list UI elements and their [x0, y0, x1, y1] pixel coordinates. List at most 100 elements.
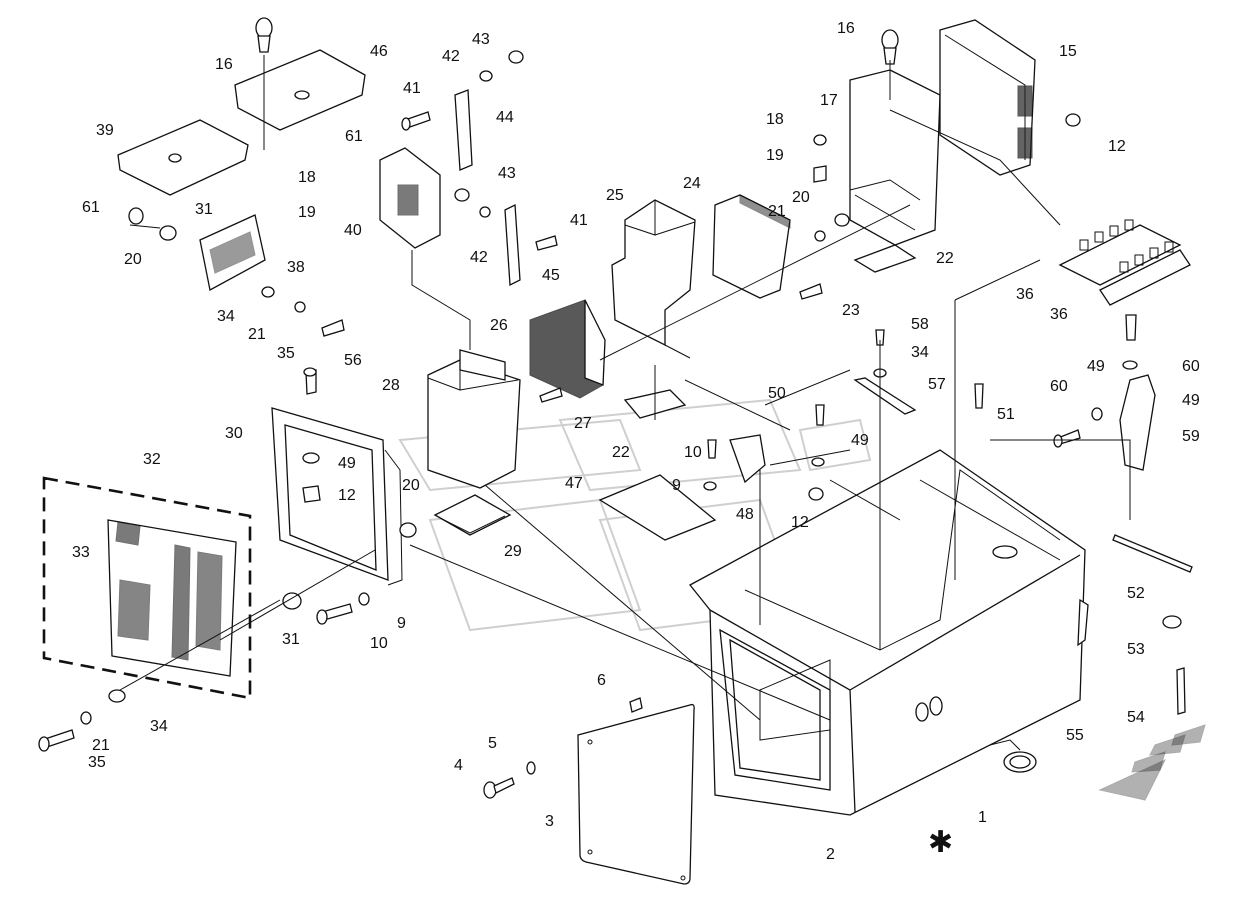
callout-22a: 22	[936, 250, 954, 267]
callout-58: 58	[911, 316, 929, 333]
callout-51: 51	[997, 406, 1015, 423]
callout-52: 52	[1127, 585, 1145, 602]
callout-60a: 60	[1050, 378, 1068, 395]
callout-20c: 20	[402, 477, 420, 494]
leader-lines	[119, 55, 1131, 721]
cover-plate	[577, 703, 695, 885]
callout-34b: 34	[911, 344, 929, 361]
main-frame-housing	[689, 449, 1089, 816]
callout-36a: 36	[1016, 286, 1034, 303]
callout-59: 59	[1182, 428, 1200, 445]
callout-55: 55	[1066, 727, 1084, 744]
callout-56: 56	[344, 352, 362, 369]
callout-38: 38	[287, 259, 305, 276]
callout-42a: 42	[442, 48, 460, 65]
callout-31b: 31	[282, 631, 300, 648]
heatsink	[529, 299, 606, 399]
callout-45: 45	[542, 267, 560, 284]
callout-labels: 1 2 3 4 5 6 9 9 10 10 12 12 12 15 16 16 …	[72, 20, 1200, 863]
callout-19a: 19	[298, 204, 316, 221]
bracket-59	[1119, 374, 1156, 471]
callout-2: 2	[826, 846, 835, 863]
callout-28: 28	[382, 377, 400, 394]
callout-48: 48	[736, 506, 754, 523]
ecu-unit	[939, 19, 1036, 176]
callout-26: 26	[490, 317, 508, 334]
callout-21a: 21	[248, 326, 266, 343]
relay-strips	[1058, 219, 1191, 306]
electrical-box	[427, 349, 521, 489]
callout-21b: 21	[768, 203, 786, 220]
star-symbol: ✱	[928, 826, 953, 859]
callout-43b: 43	[498, 165, 516, 182]
callout-16b: 16	[837, 20, 855, 37]
callout-12c: 12	[791, 514, 809, 531]
callout-21c: 21	[92, 737, 110, 754]
callout-19b: 19	[766, 147, 784, 164]
callout-20b: 20	[792, 189, 810, 206]
module-top-left	[117, 119, 249, 196]
control-module	[712, 194, 791, 299]
callout-49a: 49	[338, 455, 356, 472]
callout-24: 24	[683, 175, 701, 192]
callout-49b: 49	[851, 432, 869, 449]
callout-50: 50	[768, 385, 786, 402]
mounting-panel	[271, 407, 403, 586]
callout-17: 17	[820, 92, 838, 109]
callout-35b: 35	[88, 754, 106, 771]
callout-5: 5	[488, 735, 497, 752]
callout-61a: 61	[82, 199, 100, 216]
callout-40: 40	[344, 222, 362, 239]
callout-34c: 34	[150, 718, 168, 735]
callout-3: 3	[545, 813, 554, 830]
small-board	[199, 214, 266, 291]
plate-47	[598, 474, 717, 541]
bolts-bottom-left	[38, 689, 126, 752]
callout-6: 6	[597, 672, 606, 689]
callout-34a: 34	[217, 308, 235, 325]
rail-57	[853, 377, 917, 415]
callout-20a: 20	[124, 251, 142, 268]
callout-61b: 61	[345, 128, 363, 145]
rod-52	[1112, 534, 1193, 573]
callout-46: 46	[370, 43, 388, 60]
watermark	[398, 398, 872, 632]
mounting-plate	[849, 69, 941, 246]
callout-44: 44	[496, 109, 514, 126]
callout-35a: 35	[277, 345, 295, 362]
callout-18a: 18	[298, 169, 316, 186]
callout-30: 30	[225, 425, 243, 442]
callout-12a: 12	[338, 487, 356, 504]
callout-47: 47	[565, 475, 583, 492]
callout-53: 53	[1127, 641, 1145, 658]
brackets-44-45	[454, 89, 521, 287]
callout-41a: 41	[403, 80, 421, 97]
callout-39: 39	[96, 122, 114, 139]
callout-16a: 16	[215, 56, 233, 73]
fasteners-4-5-6	[483, 697, 643, 799]
direction-arrow	[1098, 724, 1206, 801]
callout-31a: 31	[195, 201, 213, 218]
callout-4: 4	[454, 757, 463, 774]
callout-9a: 9	[397, 615, 406, 632]
callout-41b: 41	[570, 212, 588, 229]
module-top-center	[234, 49, 366, 131]
callout-32: 32	[143, 451, 161, 468]
callout-43a: 43	[472, 31, 490, 48]
callout-60b: 60	[1182, 358, 1200, 375]
callout-12b: 12	[1108, 138, 1126, 155]
callout-23: 23	[842, 302, 860, 319]
spacers-nuts	[282, 367, 417, 625]
callout-49d: 49	[1182, 392, 1200, 409]
callout-15: 15	[1059, 43, 1077, 60]
callout-33: 33	[72, 544, 90, 561]
callout-1: 1	[978, 809, 987, 826]
callout-25: 25	[606, 187, 624, 204]
callout-9b: 9	[672, 477, 681, 494]
callout-36b: 36	[1050, 306, 1068, 323]
callout-42b: 42	[470, 249, 488, 266]
callout-57: 57	[928, 376, 946, 393]
callout-54: 54	[1127, 709, 1145, 726]
callout-22b: 22	[612, 444, 630, 461]
